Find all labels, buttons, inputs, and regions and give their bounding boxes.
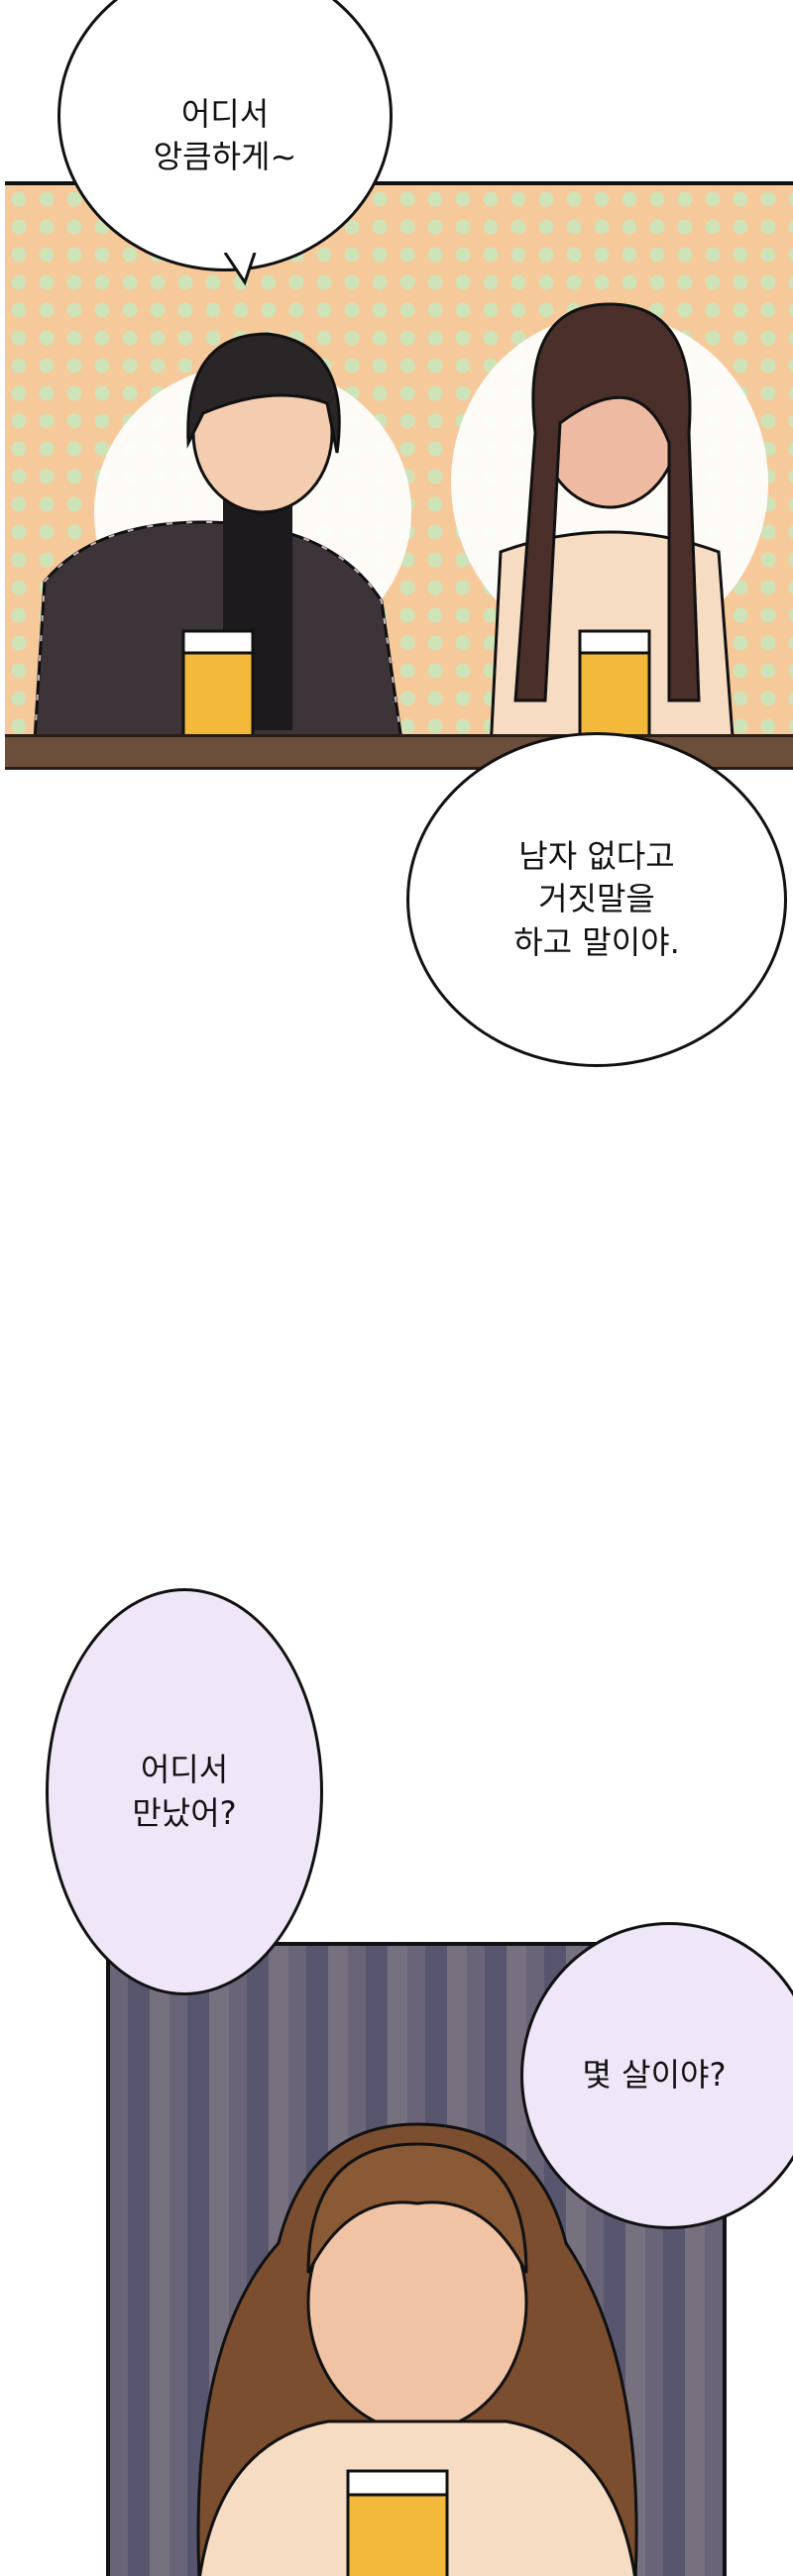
speech-text: 남자 없다고 거짓말을 하고 말이야. — [513, 837, 680, 961]
speech-bubble: 몇 살이야? — [520, 1922, 793, 2229]
closeup-illustration — [196, 2122, 638, 2576]
speech-text: 어디서 만났어? — [132, 1751, 237, 1832]
bar-scene-illustration — [33, 302, 768, 752]
speech-bubble-tail — [223, 253, 257, 286]
comic-panel-bar — [5, 181, 793, 770]
speech-bubble: 어디서 앙큼하게~ — [57, 0, 393, 271]
comic-panel-closeup — [106, 1942, 727, 2576]
speech-bubble: 남자 없다고 거짓말을 하고 말이야. — [406, 732, 787, 1067]
speech-bubble: 어디서 만났어? — [46, 1588, 323, 1995]
speech-text: 어디서 앙큼하게~ — [153, 94, 297, 175]
speech-text: 몇 살이야? — [582, 2056, 727, 2094]
